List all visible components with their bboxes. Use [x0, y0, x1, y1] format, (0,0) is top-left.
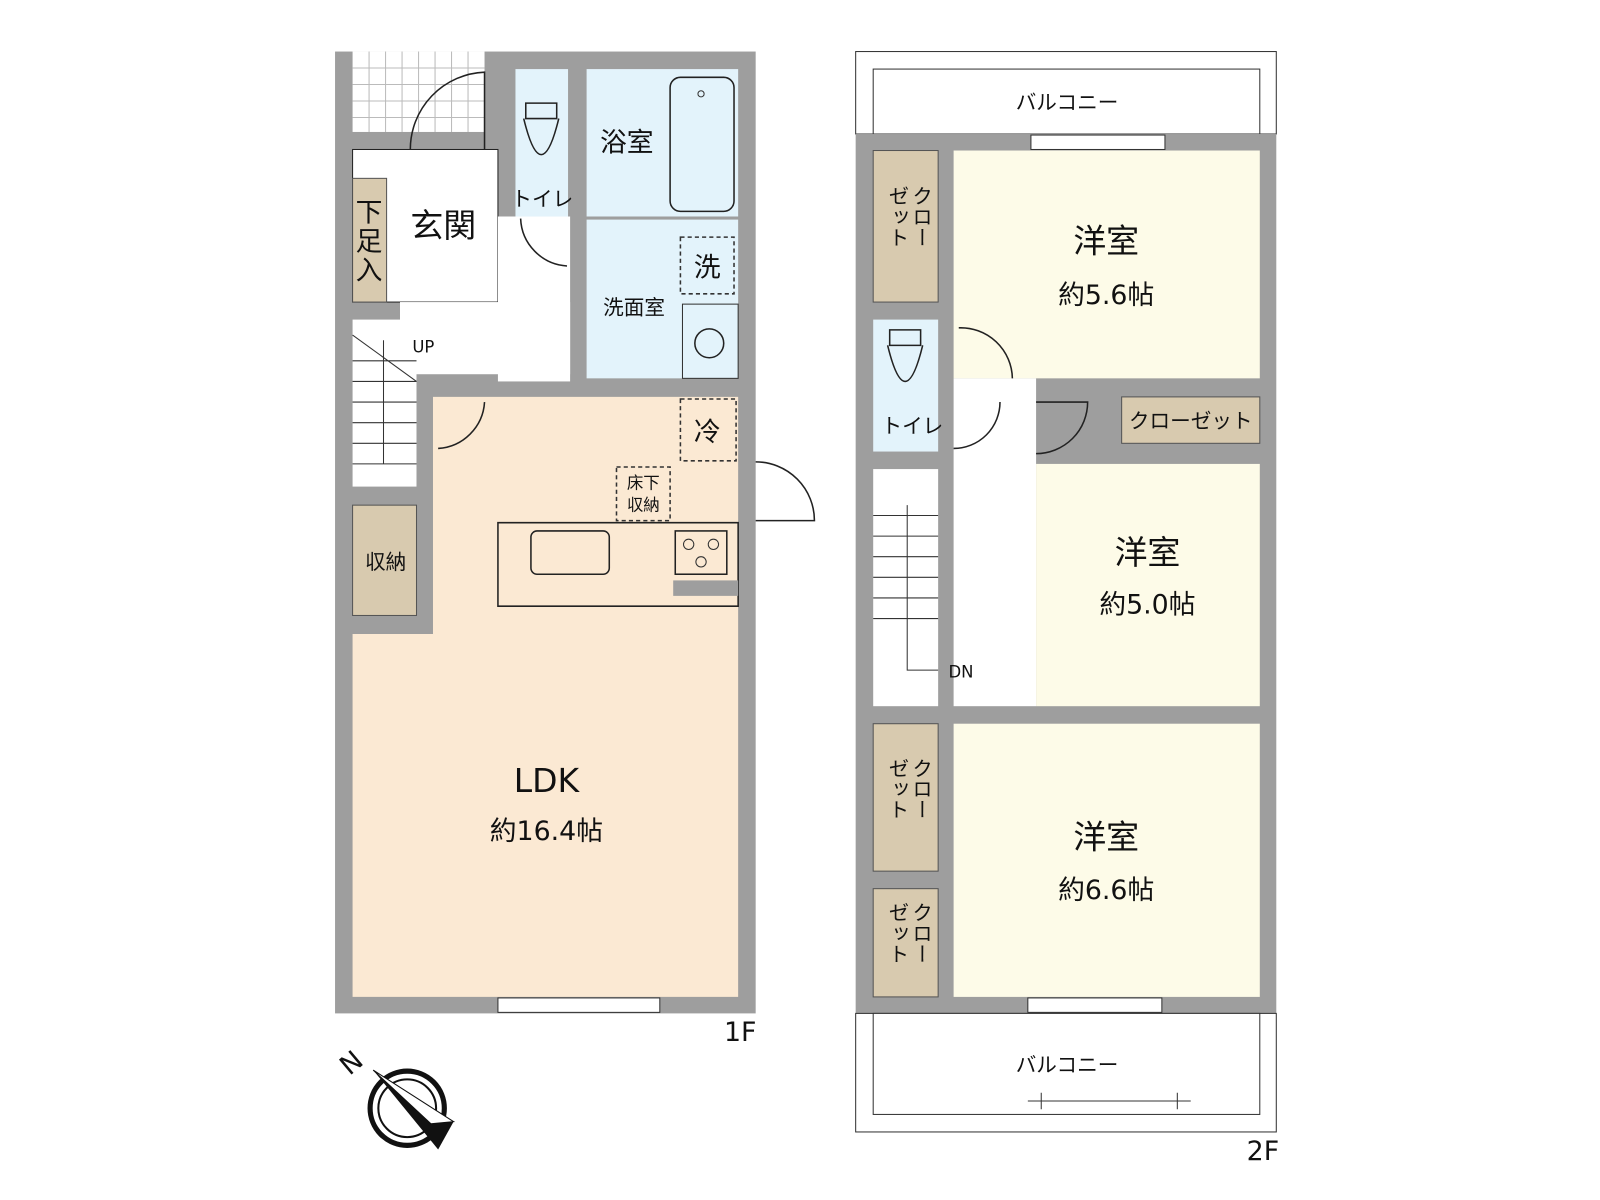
washroom-label: 洗面室: [603, 295, 665, 319]
ldk-window: [497, 997, 661, 1013]
closet-1-label-a: ゼット: [885, 186, 909, 248]
toilet-icon: [522, 102, 560, 156]
closet-3a-label-a: ゼット: [885, 758, 909, 820]
fridge-space: [679, 398, 737, 462]
toilet-2f-door-swing[interactable]: [953, 402, 1001, 450]
floor-2: バルコニー 洋室 約5.6帖 ゼット クロー トイレ DN クローゼット 洋室 …: [855, 51, 1279, 1167]
bedroom-1-size: 約5.6帖: [1058, 280, 1154, 311]
balcony-bottom-label: バルコニー: [1016, 1053, 1119, 1077]
fridge-label: 冷: [694, 417, 721, 448]
shoe-storage-label-2: 足: [356, 227, 383, 258]
toilet-2f-icon: [886, 329, 924, 382]
shoe-storage-label-1: 下: [356, 198, 383, 229]
stairs-1f[interactable]: [352, 319, 417, 487]
bedroom-3-size: 約6.6帖: [1058, 875, 1154, 906]
ldk-label: LDK: [514, 761, 581, 800]
floor-1: 下 足 入 玄関 トイレ 浴室 洗 洗面室 UP 収納 冷 床: [335, 51, 816, 1048]
toilet-1f: [515, 69, 569, 217]
entrance-label: 玄関: [410, 206, 476, 245]
stairs-dn-label: DN: [948, 662, 973, 681]
toilet-2f: [873, 319, 939, 452]
stairs-up-label: UP: [412, 338, 434, 357]
bedroom-2: [1036, 463, 1260, 707]
bedroom-1-window: [1030, 134, 1166, 150]
bedroom-1: [953, 150, 1260, 379]
compass: N: [334, 1045, 456, 1150]
hall-2f: [953, 378, 1037, 707]
bedroom-1-name: 洋室: [1073, 222, 1139, 261]
washer-space: [679, 236, 735, 295]
bedroom-1-closet: [872, 150, 939, 303]
storage: [352, 504, 418, 616]
bedroom-2-door-swing[interactable]: [1036, 401, 1089, 455]
bedroom-2-closet: [1121, 396, 1261, 444]
underfloor-storage: [615, 466, 671, 522]
toilet-2f-label: トイレ: [881, 414, 943, 438]
floor1-label: 1F: [724, 1017, 756, 1048]
floor2-label: 2F: [1247, 1136, 1279, 1167]
storage-label: 収納: [365, 550, 406, 574]
shoe-storage: [352, 177, 388, 303]
bedroom-2-name: 洋室: [1114, 533, 1180, 572]
bathtub-icon: [669, 76, 735, 213]
closet-3b-label-a: ゼット: [885, 902, 909, 964]
ldk-size: 約16.4帖: [490, 816, 603, 847]
toilet-door-swing[interactable]: [519, 218, 568, 267]
underfloor-label-1: 床下: [627, 474, 660, 493]
closet-1-label-b: クロー: [909, 186, 933, 248]
washer-label: 洗: [694, 252, 721, 283]
ldk-side-door-swing[interactable]: [755, 461, 816, 522]
shoe-storage-label-3: 入: [356, 255, 383, 286]
closet-2-label: クローゼット: [1129, 409, 1253, 433]
bedroom-1-door-swing[interactable]: [958, 327, 1014, 379]
bedroom-3-window: [1027, 997, 1163, 1013]
bedroom-3: [953, 723, 1260, 997]
compass-ring: [367, 1068, 447, 1148]
closet-3b-label-b: クロー: [909, 902, 933, 964]
washroom: [586, 219, 739, 379]
stove-icon: [674, 530, 728, 575]
bedroom-3-name: 洋室: [1073, 817, 1139, 856]
bathroom-label: 浴室: [600, 128, 654, 159]
underfloor-label-2: 収納: [627, 495, 660, 514]
closet-3a-label-b: クロー: [909, 758, 933, 820]
balcony-top-label: バルコニー: [1016, 90, 1119, 114]
hall-upper: [497, 216, 571, 382]
bedroom-2-size: 約5.0帖: [1099, 589, 1195, 620]
toilet-1f-label: トイレ: [511, 187, 573, 211]
bedroom-3-closet-b: [872, 888, 939, 998]
ldk-door-swing[interactable]: [438, 402, 486, 450]
north-label: N: [334, 1045, 369, 1082]
compass-needle-icon: [373, 1070, 454, 1150]
bedroom-3-closet-a: [872, 723, 939, 872]
entrance-door-swing[interactable]: [409, 71, 486, 150]
kitchen-sink-icon: [530, 530, 611, 575]
stairs-2f[interactable]: [873, 469, 939, 707]
sink-icon: [694, 328, 725, 359]
